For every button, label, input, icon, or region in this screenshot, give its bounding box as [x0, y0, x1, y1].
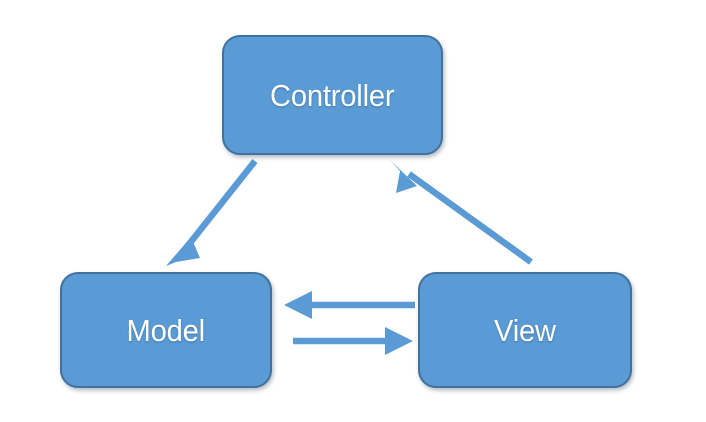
edge-controller-to-model	[166, 158, 258, 266]
node-view-label: View	[494, 312, 556, 348]
edge-model-to-view	[293, 327, 413, 355]
node-model[interactable]: Model	[60, 272, 272, 388]
node-controller[interactable]: Controller	[222, 35, 443, 155]
edge-view-to-model	[284, 291, 415, 319]
node-model-label: Model	[126, 312, 206, 348]
edge-view-to-controller	[390, 160, 533, 265]
node-view[interactable]: View	[418, 272, 632, 388]
node-controller-label: Controller	[270, 77, 395, 113]
